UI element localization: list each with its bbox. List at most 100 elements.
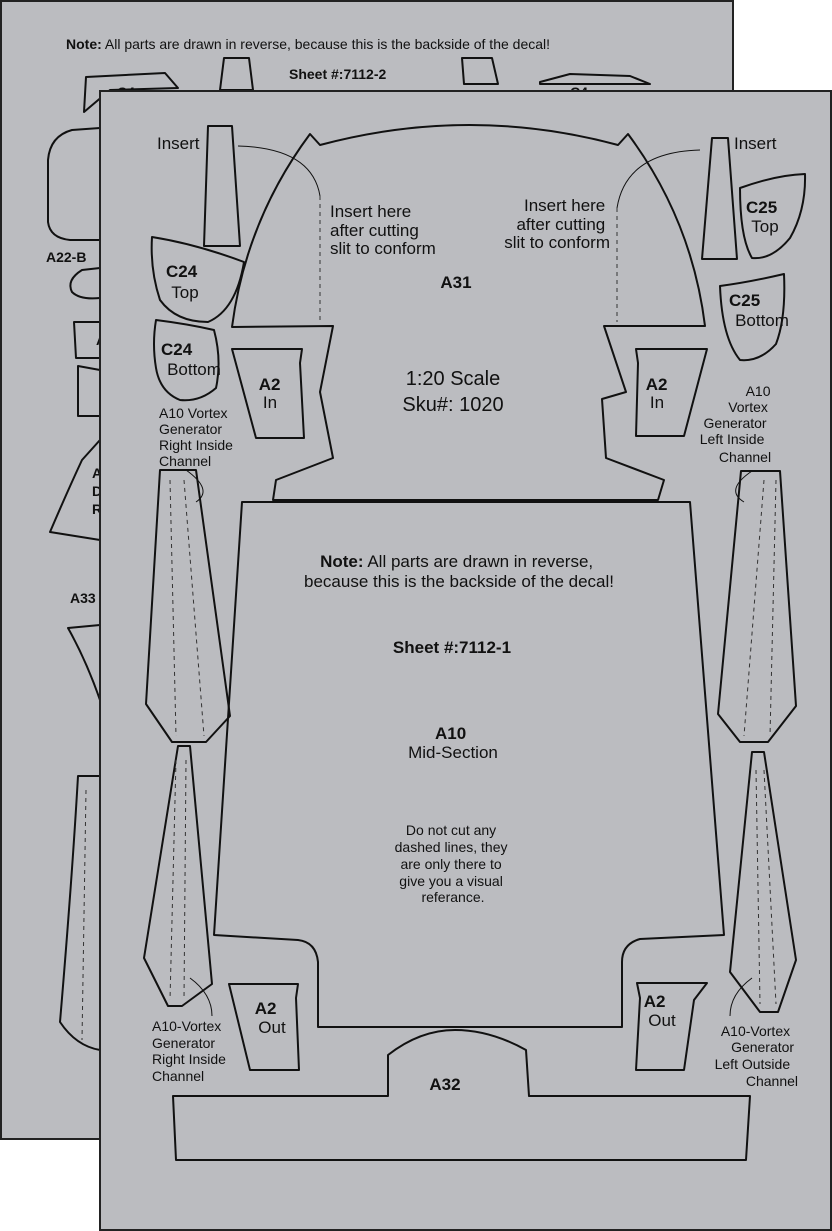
back-part-box-1 xyxy=(73,321,100,359)
vortex-rib-dash-2 xyxy=(183,759,187,1001)
insert-instr-left-l2: after cutting xyxy=(330,221,419,240)
part-insert-right xyxy=(701,137,738,260)
back-part-long-strip xyxy=(59,775,101,1051)
back-part-top-left xyxy=(83,72,179,113)
note-line2: because this is the backside of the deca… xyxy=(304,572,614,591)
label-dashed-note: Do not cut any dashed lines, they are on… xyxy=(395,822,512,905)
vrit-l1: A10 Vortex xyxy=(159,405,228,421)
label-insert-right: Insert xyxy=(734,134,777,153)
part-vortex-right-inside-top xyxy=(145,469,231,743)
part-c25-bottom xyxy=(719,273,786,362)
label-a2-in-right: A2 In xyxy=(646,375,672,412)
a2-in-left-text: In xyxy=(263,393,277,412)
a10-name: Mid-Section xyxy=(408,743,498,762)
label-note: Note: All parts are drawn in reverse, be… xyxy=(304,552,614,591)
vortex-lit-dash-1 xyxy=(743,479,765,737)
part-a31 xyxy=(231,124,706,501)
part-vortex-left-outside-bottom xyxy=(729,751,797,1013)
a2-in-right-text: In xyxy=(650,393,664,412)
c25-bottom-text: Bottom xyxy=(735,311,789,330)
label-a32: A32 xyxy=(429,1075,460,1094)
front-sheet: Insert Insert Insert here after cutting … xyxy=(99,90,832,1231)
label-sheet-id: Sheet #:7112-1 xyxy=(393,638,511,657)
back-sheet-note: Note: All parts are drawn in reverse, be… xyxy=(66,36,550,52)
back-label-a-2: A xyxy=(92,465,102,481)
part-a2-out-left xyxy=(228,983,300,1071)
dashed-note-l5: referance. xyxy=(421,889,484,905)
vrib-l3: Right Inside xyxy=(152,1051,226,1067)
vrit-l2: Generator xyxy=(159,421,222,437)
label-c24-bottom: C24 Bottom xyxy=(161,340,221,379)
c25-top-code: C25 xyxy=(746,198,777,217)
a2-out-left-text: Out xyxy=(258,1018,286,1037)
label-a31: A31 xyxy=(440,273,471,292)
insert-instr-left-l3: slit to conform xyxy=(330,239,436,258)
back-label-r: R xyxy=(92,501,102,517)
vlit-l3: Generator xyxy=(704,415,767,431)
insert-instr-right-l1: Insert here xyxy=(524,196,605,215)
part-c24-bottom xyxy=(153,319,220,402)
vlob-l4: Channel xyxy=(746,1073,798,1089)
c25-top-text: Top xyxy=(751,217,778,236)
label-a2-in-left: A2 In xyxy=(259,375,285,412)
dashed-note-l1: Do not cut any xyxy=(406,822,496,838)
back-label-a33: A33 xyxy=(70,590,96,606)
part-a2-in-right xyxy=(635,348,708,437)
label-a2-out-left: A2 Out xyxy=(255,999,286,1037)
part-vortex-left-inside-top xyxy=(717,470,797,743)
label-vortex-right-inside-bottom: A10-Vortex Generator Right Inside Channe… xyxy=(152,1018,230,1084)
label-vortex-right-inside-top: A10 Vortex Generator Right Inside Channe… xyxy=(159,405,237,469)
label-scale: 1:20 Scale xyxy=(406,368,501,390)
vlit-l1: A10 xyxy=(746,383,771,399)
note-line1: Note: All parts are drawn in reverse, xyxy=(320,552,593,571)
a2-out-right-text: Out xyxy=(648,1011,676,1030)
c24-top-text: Top xyxy=(171,283,198,302)
c24-top-code: C24 xyxy=(166,262,198,281)
part-c25-top xyxy=(739,173,807,260)
vlit-l5: Channel xyxy=(719,449,771,465)
back-part-oval xyxy=(69,267,101,300)
back-strip-dash xyxy=(81,789,87,1041)
vortex-lob-arrow xyxy=(729,977,753,1017)
a2-out-left-code: A2 xyxy=(255,999,277,1018)
label-insert-left: Insert xyxy=(157,134,200,153)
a2-in-right-code: A2 xyxy=(646,375,668,394)
label-vortex-left-outside-bottom: A10-Vortex Generator Left Outside Channe… xyxy=(715,1023,798,1089)
vortex-rib-arrow xyxy=(189,977,213,1017)
vrib-l1: A10-Vortex xyxy=(152,1018,221,1034)
insert-instr-right-l3: slit to conform xyxy=(504,233,610,252)
vlob-l2: Generator xyxy=(731,1039,794,1055)
insert-instr-right-l2: after cutting xyxy=(516,215,605,234)
part-insert-left xyxy=(203,125,241,247)
a2-in-left-code: A2 xyxy=(259,375,281,394)
label-a10-mid: A10 Mid-Section xyxy=(408,724,498,762)
vortex-lit-arrow xyxy=(735,470,753,503)
back-label-a22b: A22-B xyxy=(46,249,86,265)
label-c25-top: C25 Top xyxy=(746,198,782,236)
back-note-text: All parts are drawn in reverse, because … xyxy=(102,36,550,52)
dashed-note-l4: give you a visual xyxy=(399,873,503,889)
note-text-1: All parts are drawn in reverse, xyxy=(364,552,594,571)
vlit-l4: Left Inside xyxy=(700,431,765,447)
back-insert-right xyxy=(461,57,499,85)
a2-out-right-code: A2 xyxy=(644,992,666,1011)
back-part-a33 xyxy=(67,624,101,701)
label-insert-instr-left: Insert here after cutting slit to confor… xyxy=(330,202,436,258)
part-a2-in-left xyxy=(231,348,305,439)
back-note-bold: Note: xyxy=(66,36,102,52)
c24-bottom-text: Bottom xyxy=(167,360,221,379)
vrit-l4: Channel xyxy=(159,453,211,469)
label-vortex-left-inside-top: A10 Vortex Generator Left Inside Channel xyxy=(700,383,775,465)
vrib-l2: Generator xyxy=(152,1035,215,1051)
label-sku: Sku#: 1020 xyxy=(402,394,503,416)
back-sheet-id: Sheet #:7112-2 xyxy=(289,66,386,82)
insert-instr-left-l1: Insert here xyxy=(330,202,411,221)
vortex-rit-dash-2 xyxy=(183,479,205,737)
vortex-rit-dash-1 xyxy=(169,479,177,737)
label-insert-instr-right: Insert here after cutting slit to confor… xyxy=(504,196,610,252)
vrib-l4: Channel xyxy=(152,1068,204,1084)
dashed-note-l3: are only there to xyxy=(400,856,501,872)
insert-arrow-left xyxy=(237,145,321,197)
c25-bottom-code: C25 xyxy=(729,291,760,310)
